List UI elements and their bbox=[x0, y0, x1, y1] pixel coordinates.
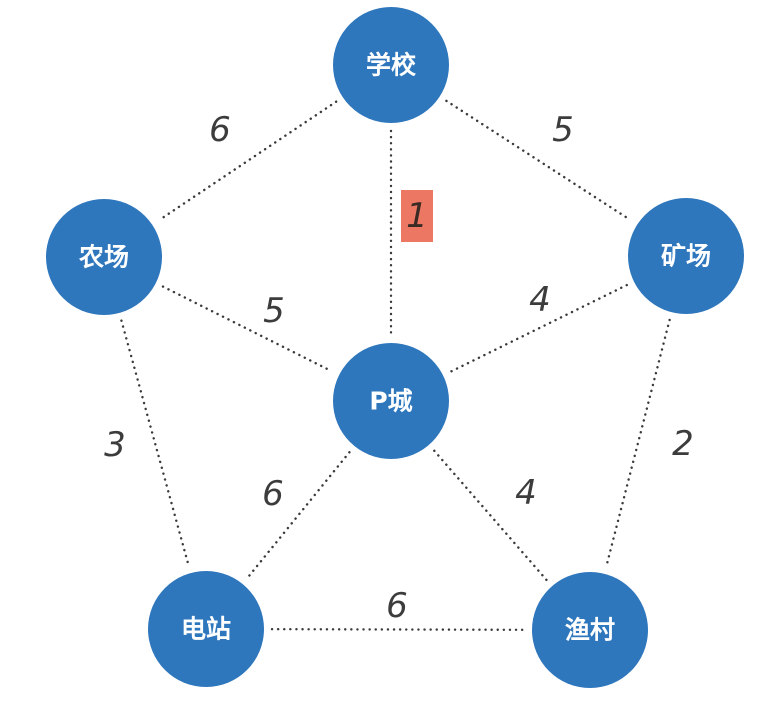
edges-layer bbox=[120, 99, 671, 632]
node-village: 渔村 bbox=[532, 572, 648, 688]
edge-mine-village bbox=[605, 318, 671, 568]
edge-farm-station bbox=[120, 319, 190, 567]
node-label: 渔村 bbox=[565, 616, 615, 645]
node-station: 电站 bbox=[148, 571, 264, 687]
edge-city-station bbox=[246, 451, 351, 579]
edge-station-village bbox=[270, 627, 526, 632]
edge-weight-mine-city: 4 bbox=[529, 280, 551, 320]
node-mine: 矿场 bbox=[628, 198, 744, 314]
node-label: 电站 bbox=[181, 615, 231, 644]
highlight-marker bbox=[401, 190, 433, 242]
edge-weight-farm-city: 5 bbox=[263, 291, 285, 331]
node-circle bbox=[46, 199, 162, 315]
edge-weight-city-station: 6 bbox=[262, 474, 284, 514]
node-farm: 农场 bbox=[46, 199, 162, 315]
node-label: 矿场 bbox=[661, 242, 711, 271]
node-circle bbox=[532, 572, 648, 688]
edge-weight-farm-station: 3 bbox=[104, 425, 126, 465]
node-circle bbox=[333, 343, 449, 459]
node-city: P城 bbox=[333, 343, 449, 459]
node-circle bbox=[148, 571, 264, 687]
weights-layer: 6 5 1 5 4 3 2 6 4 6 bbox=[104, 110, 694, 626]
node-circle bbox=[628, 198, 744, 314]
edge-school-mine bbox=[445, 99, 632, 222]
edge-city-village bbox=[433, 449, 548, 582]
edge-weight-school-city: 1 bbox=[406, 196, 428, 236]
node-label: 农场 bbox=[78, 243, 129, 272]
node-school: 学校 bbox=[333, 7, 449, 123]
edge-weight-city-village: 4 bbox=[515, 473, 537, 513]
edge-weight-school-farm: 6 bbox=[209, 110, 231, 150]
node-label: P城 bbox=[369, 387, 412, 416]
node-label: 学校 bbox=[366, 51, 417, 80]
edge-mine-city bbox=[449, 283, 628, 374]
edge-weight-station-village: 6 bbox=[386, 586, 408, 626]
node-circle bbox=[333, 7, 449, 123]
edge-farm-city bbox=[161, 285, 334, 373]
edge-school-farm bbox=[157, 100, 338, 222]
edge-weight-school-mine: 5 bbox=[552, 110, 574, 150]
edge-weight-mine-village: 2 bbox=[672, 424, 694, 464]
